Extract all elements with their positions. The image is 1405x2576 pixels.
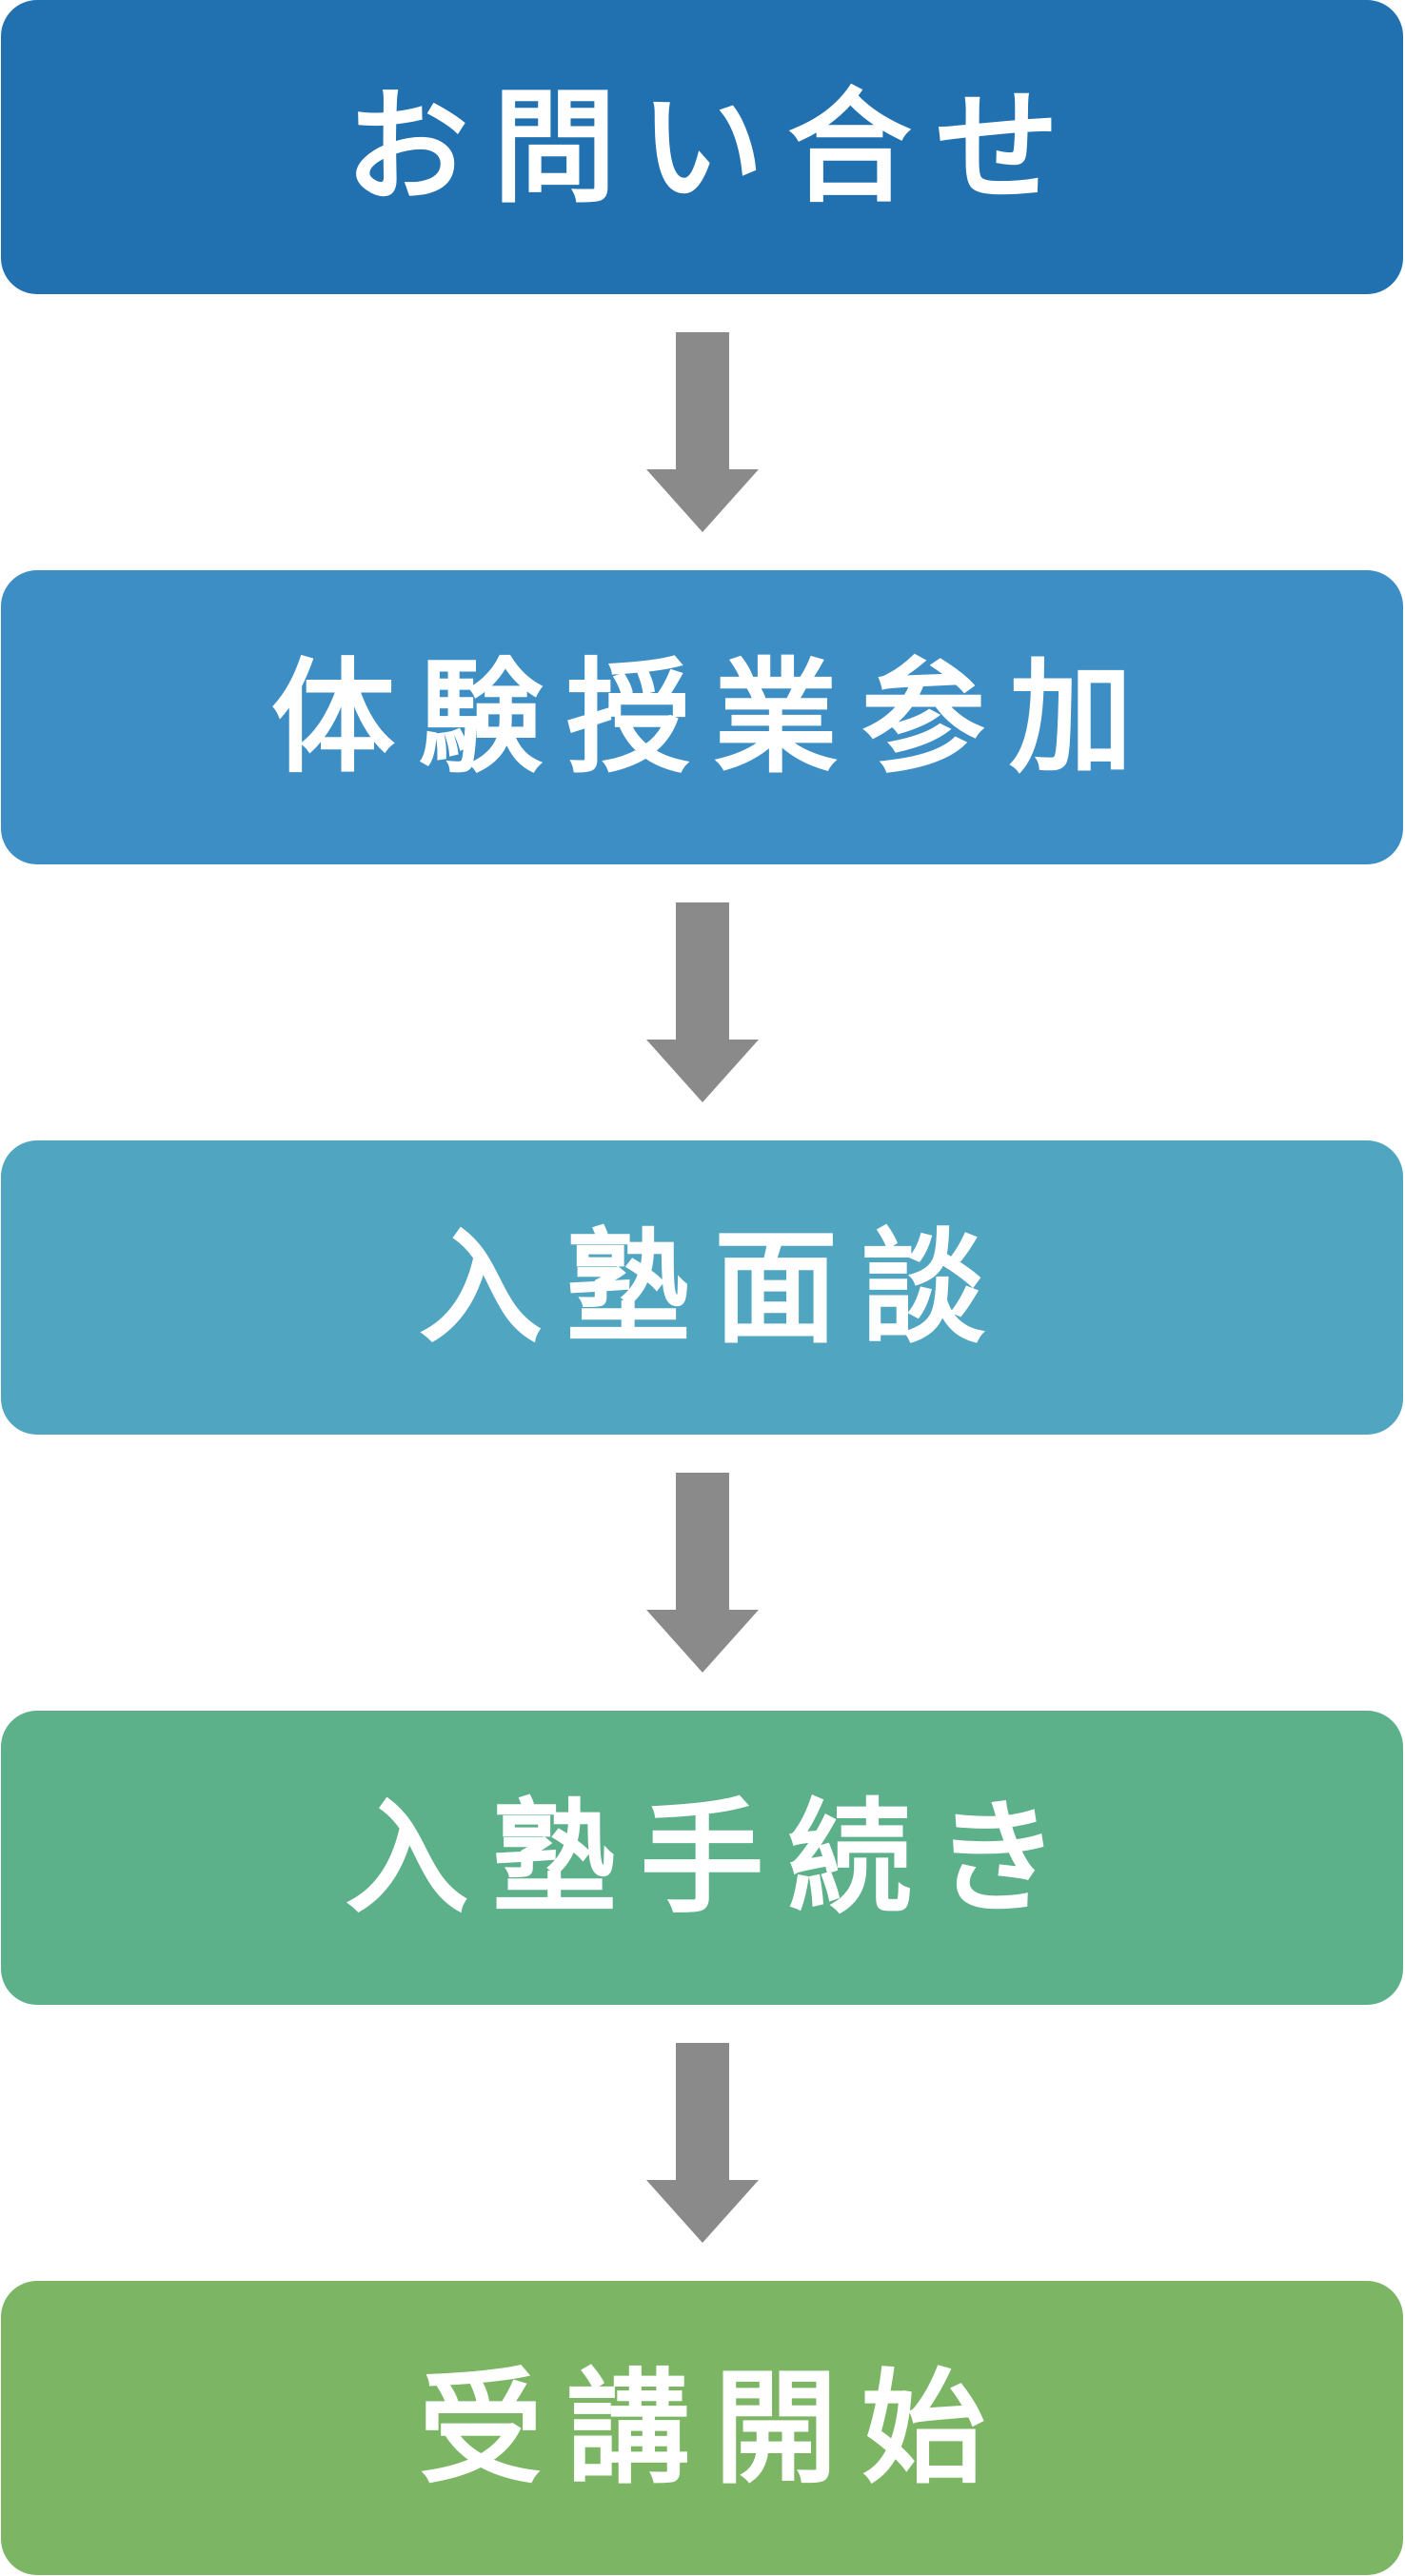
flow-step-label: 入塾手続き: [345, 1785, 1083, 1931]
flow-step-label: 入塾面談: [418, 1215, 1009, 1360]
flow-step-label: 受講開始: [418, 2355, 1009, 2501]
flow-step-course-start: 受講開始: [1, 2281, 1403, 2575]
down-arrow-icon: [646, 1473, 759, 1673]
flow-step-procedure: 入塾手続き: [1, 1711, 1403, 2005]
down-arrow-icon: [646, 2043, 759, 2243]
flow-step-inquiry: お問い合せ: [1, 0, 1403, 294]
flow-step-label: お問い合せ: [345, 74, 1083, 220]
down-arrow-icon: [646, 332, 759, 532]
flow-step-interview: 入塾面談: [1, 1140, 1403, 1435]
flow-step-label: 体験授業参加: [270, 644, 1157, 790]
down-arrow-icon: [646, 902, 759, 1102]
flow-step-trial-lesson: 体験授業参加: [1, 570, 1403, 864]
